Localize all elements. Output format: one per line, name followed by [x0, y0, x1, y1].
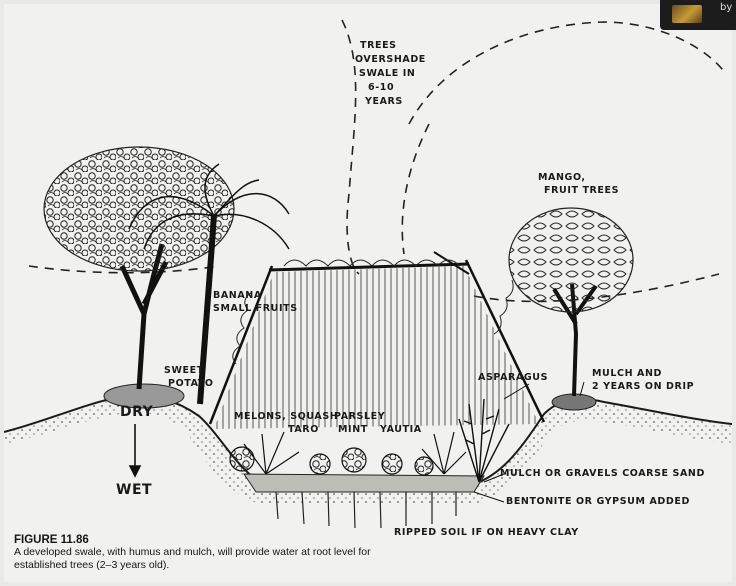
trellis-shade-screen — [214, 266, 539, 429]
wet-label: WET — [116, 482, 152, 498]
mulch-drip-label: MULCH AND 2 YEARS ON DRIP — [592, 368, 694, 392]
banana-line-1: BANANA — [213, 290, 262, 301]
trellis — [208, 251, 546, 429]
sweet-potato-label: SWEET POTATO — [164, 365, 214, 389]
figure-number: FIGURE 11.86 — [14, 534, 89, 546]
herb-1 — [309, 453, 331, 475]
left-tree-canopy — [43, 146, 235, 272]
right-mound-mulch — [551, 393, 597, 411]
overshade-line-4: 6-10 — [368, 82, 394, 93]
overshade-mid-dash-2 — [401, 123, 430, 255]
figure-caption-text: A developed swale, with humus and mulch,… — [14, 546, 371, 571]
soil-hatch — [4, 395, 732, 504]
mango-line-1: MANGO, — [538, 172, 586, 183]
banana-line-2: SMALL FRUITS — [213, 303, 298, 314]
parsley-label: PARSLEY MINT — [334, 411, 385, 435]
parsley-line-2: MINT — [338, 424, 368, 435]
melon-plant — [229, 446, 255, 472]
asparagus-label: ASPARAGUS — [478, 372, 548, 383]
overshade-left-dash — [28, 265, 220, 274]
swale-diagram: TREES OVERSHADE SWALE IN 6-10 YEARS MANG… — [4, 19, 732, 538]
swale-mulch-layer — [243, 473, 485, 493]
sweet-potato-line-2: POTATO — [168, 378, 214, 389]
overshade-mid-dash-1 — [341, 19, 360, 275]
overshade-line-1: TREES — [360, 40, 397, 51]
yautia-label: YAUTIA — [379, 424, 422, 435]
banana-plant — [128, 163, 290, 405]
overshade-line-2: OVERSHADE — [355, 54, 426, 65]
moisture-arrow — [128, 424, 142, 478]
attribution-thumbnail — [672, 5, 702, 23]
trees-overshade-label: TREES OVERSHADE SWALE IN 6-10 YEARS — [355, 40, 426, 107]
taro-label: TARO — [288, 424, 319, 435]
herb-4 — [414, 456, 434, 476]
overshade-line-5: YEARS — [364, 96, 403, 107]
ripped-soil-lines — [275, 491, 457, 529]
ripped-soil-label: RIPPED SOIL IF ON HEAVY CLAY — [394, 527, 579, 538]
left-mound-mulch — [103, 383, 185, 409]
banana-trunk — [197, 213, 217, 405]
left-tree — [43, 146, 235, 390]
mango-canopy — [508, 207, 634, 313]
overshade-arc-dash — [408, 21, 727, 125]
attribution-badge[interactable]: by — [660, 0, 736, 30]
figure-caption: FIGURE 11.86 A developed swale, with hum… — [14, 534, 374, 572]
mulch-drip-line-1: MULCH AND — [592, 368, 662, 379]
banana-label: BANANA SMALL FRUITS — [213, 290, 298, 314]
leader-lines — [473, 381, 585, 503]
bentonite-label: BENTONITE OR GYPSUM ADDED — [506, 496, 690, 507]
overshade-line-3: SWALE IN — [359, 68, 415, 79]
sweet-potato-line-1: SWEET — [164, 365, 204, 376]
mulch-gravel-label: MULCH OR GRAVELS COARSE SAND — [500, 468, 705, 479]
asparagus-fern — [458, 398, 510, 483]
herb-3 — [381, 453, 403, 475]
melons-label: MELONS, SQUASH — [234, 411, 338, 422]
attribution-by: by — [720, 2, 733, 13]
taro-plant — [243, 431, 300, 475]
mulch-drip-line-2: 2 YEARS ON DRIP — [592, 381, 694, 392]
yautia-plant — [421, 431, 467, 475]
diagram-page: TREES OVERSHADE SWALE IN 6-10 YEARS MANG… — [4, 4, 732, 582]
dry-label: DRY — [120, 404, 154, 420]
parsley-line-1: PARSLEY — [334, 411, 385, 422]
mango-tree — [508, 207, 634, 397]
mango-label: MANGO, FRUIT TREES — [538, 172, 619, 196]
swale-crops — [229, 398, 510, 483]
mango-line-2: FRUIT TREES — [544, 185, 619, 196]
herb-2 — [341, 447, 367, 473]
